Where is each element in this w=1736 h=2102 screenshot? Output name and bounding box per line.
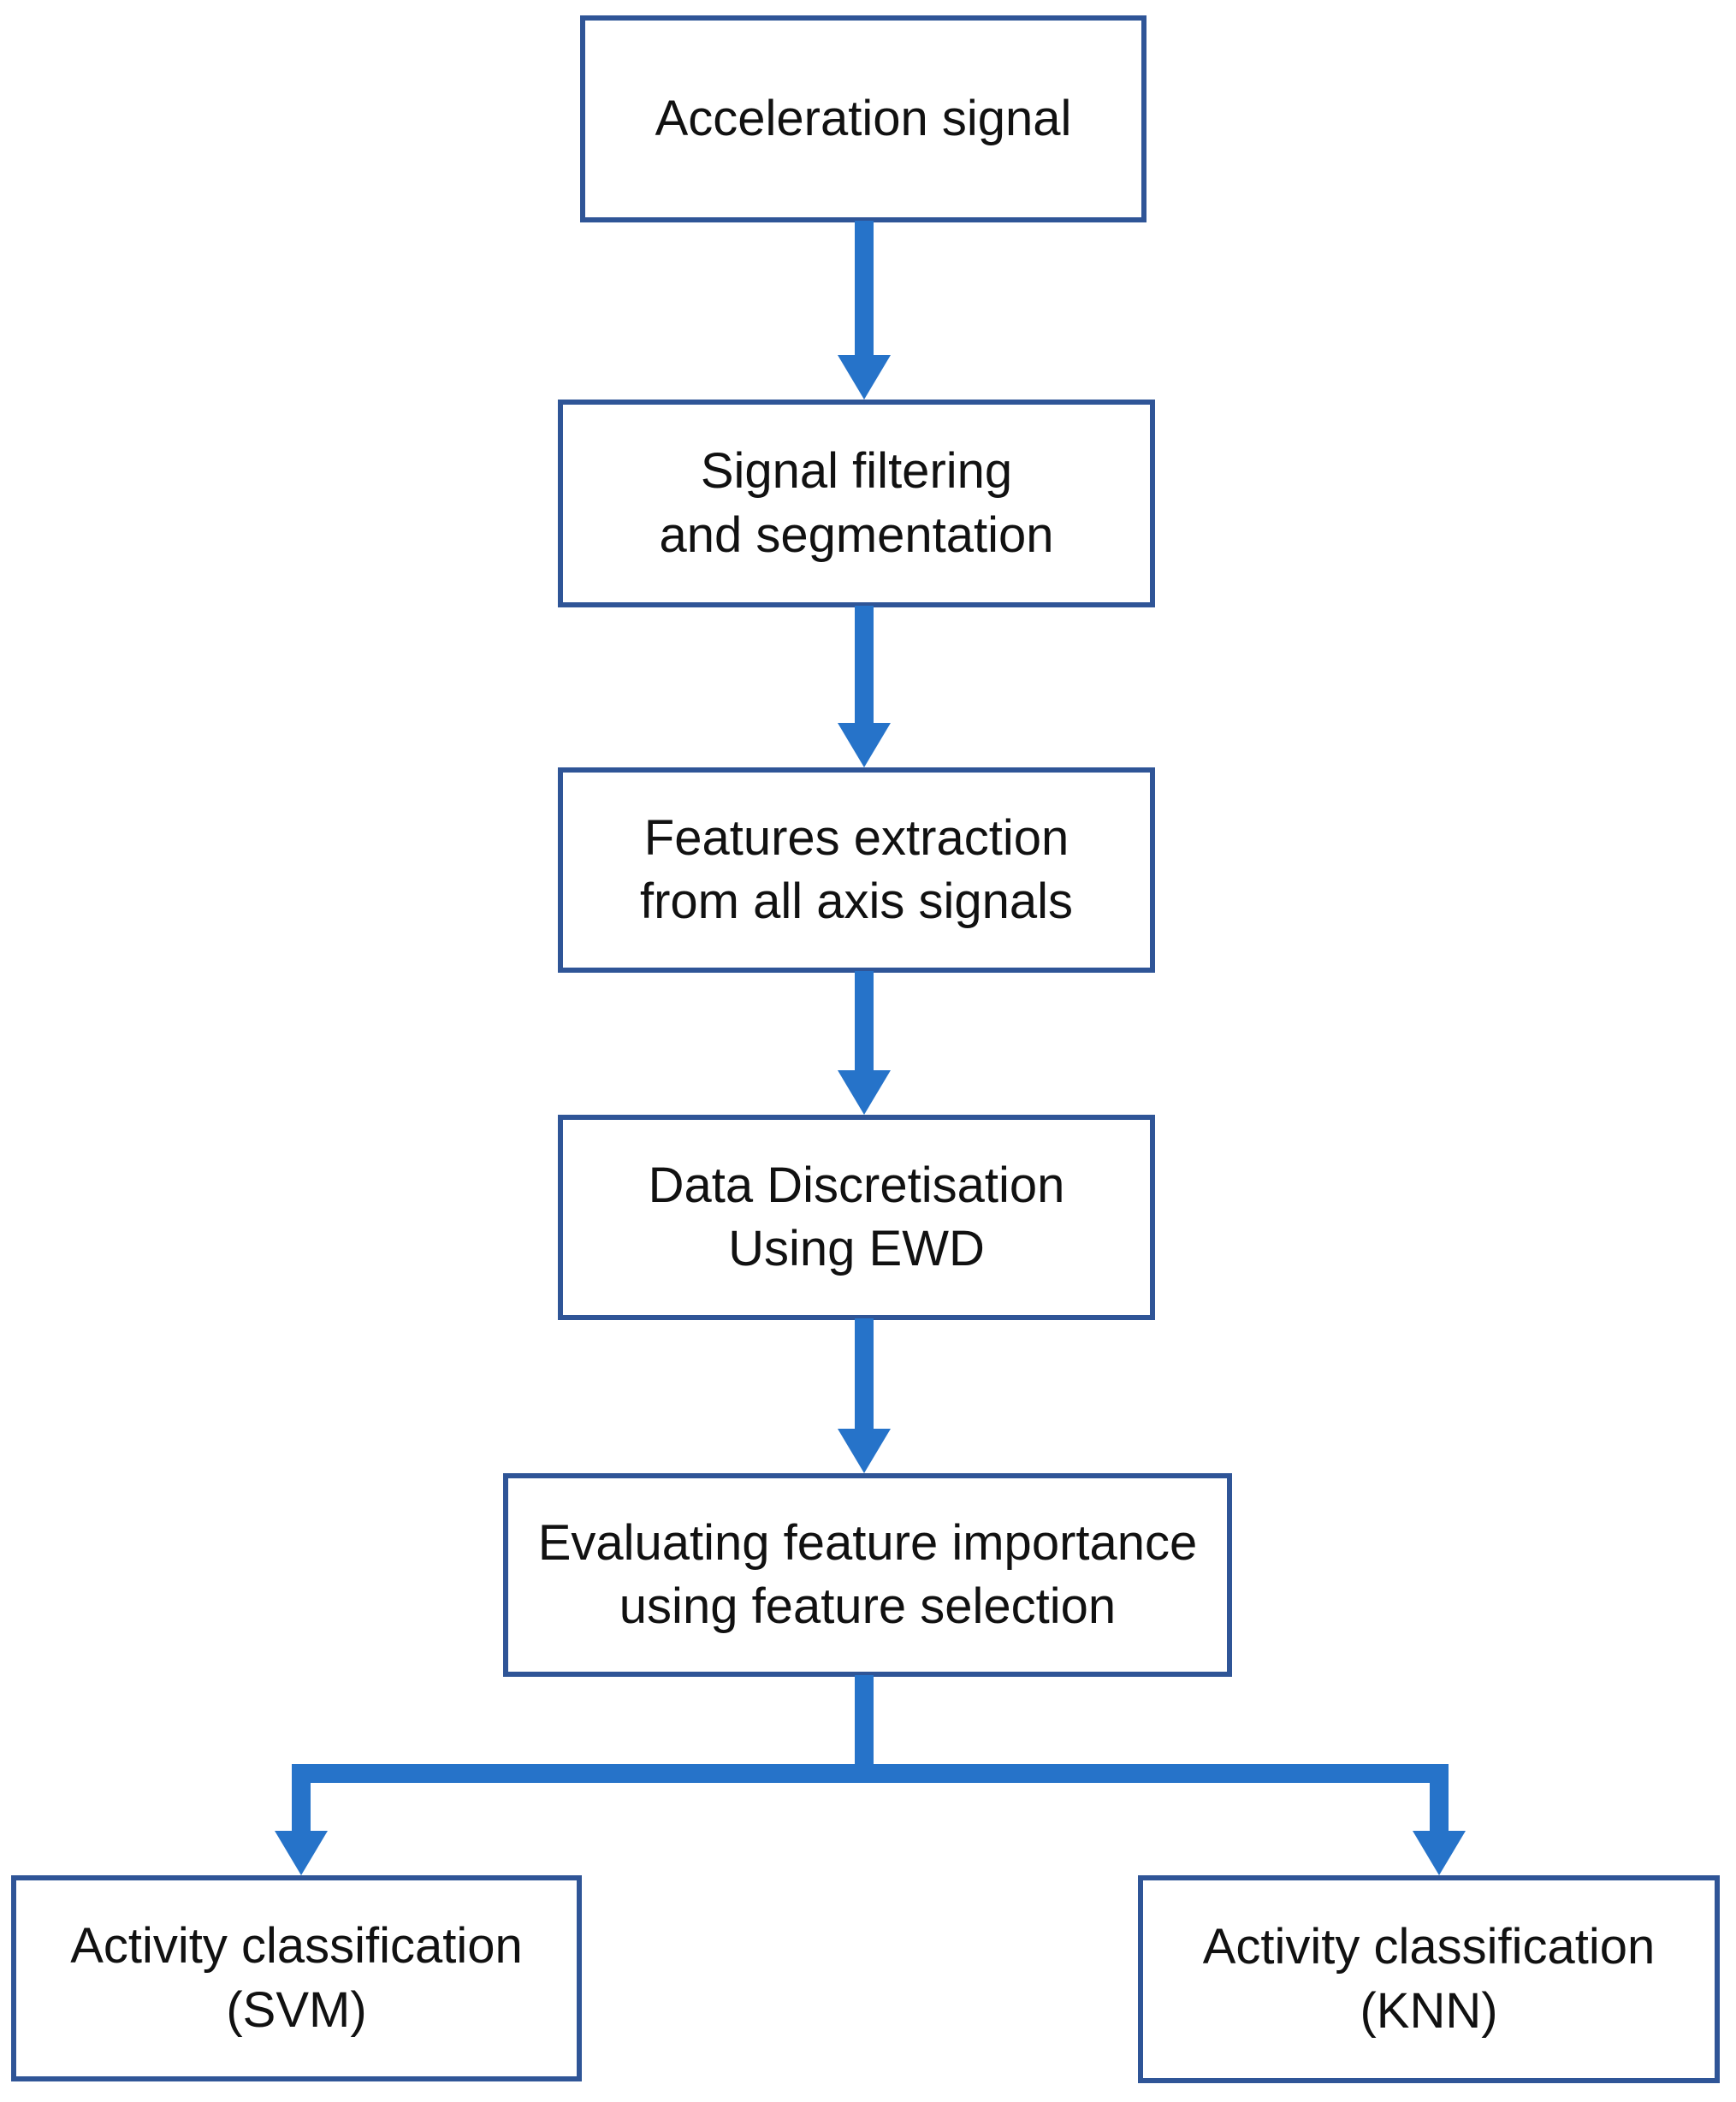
arrow-head-icon bbox=[838, 723, 891, 767]
node-label: Activity classification (KNN) bbox=[1202, 1919, 1656, 2039]
branch-horizontal-line bbox=[292, 1764, 1449, 1783]
arrow-shaft bbox=[292, 1783, 311, 1831]
arrow-filtering-to-extraction bbox=[838, 606, 891, 767]
arrow-head-icon bbox=[275, 1831, 328, 1875]
arrow-importance-to-svm bbox=[275, 1783, 328, 1875]
node-label: Data Discretisation Using EWD bbox=[648, 1157, 1065, 1276]
arrow-importance-to-knn bbox=[1413, 1783, 1466, 1875]
arrow-acceleration-to-filtering bbox=[838, 221, 891, 400]
arrow-head-icon bbox=[838, 1070, 891, 1115]
arrow-shaft bbox=[855, 221, 874, 355]
node-activity-classification-svm: Activity classification (SVM) bbox=[11, 1875, 582, 2081]
arrow-head-icon bbox=[1413, 1831, 1466, 1875]
arrow-head-icon bbox=[838, 355, 891, 400]
node-label: Acceleration signal bbox=[655, 90, 1072, 146]
arrow-shaft bbox=[855, 1318, 874, 1429]
node-label: Features extraction from all axis signal… bbox=[639, 809, 1074, 929]
arrow-shaft bbox=[855, 606, 874, 723]
arrow-discretisation-to-importance bbox=[838, 1318, 891, 1473]
node-label: Signal filtering and segmentation bbox=[659, 443, 1054, 563]
node-acceleration-signal: Acceleration signal bbox=[580, 15, 1146, 222]
node-features-extraction: Features extraction from all axis signal… bbox=[558, 767, 1155, 973]
node-activity-classification-knn: Activity classification (KNN) bbox=[1138, 1875, 1720, 2083]
node-signal-filtering-segmentation: Signal filtering and segmentation bbox=[558, 400, 1155, 607]
node-label: Evaluating feature importance using feat… bbox=[537, 1514, 1198, 1634]
branch-stem-line bbox=[855, 1675, 874, 1783]
arrow-shaft bbox=[1430, 1783, 1449, 1831]
arrow-head-icon bbox=[838, 1429, 891, 1473]
node-label: Activity classification (SVM) bbox=[70, 1918, 523, 2038]
node-feature-importance-selection: Evaluating feature importance using feat… bbox=[503, 1473, 1232, 1677]
arrow-extraction-to-discretisation bbox=[838, 971, 891, 1115]
arrow-shaft bbox=[855, 971, 874, 1070]
node-data-discretisation-ewd: Data Discretisation Using EWD bbox=[558, 1115, 1155, 1320]
